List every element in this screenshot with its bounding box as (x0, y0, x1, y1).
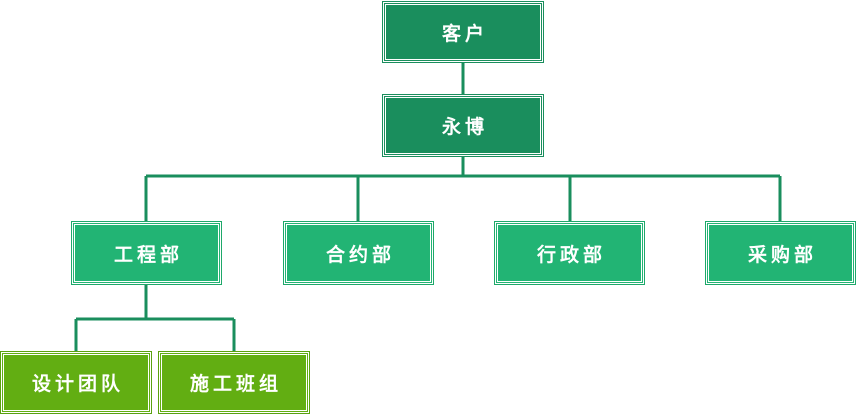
node-design-team-label: 设计团队 (31, 373, 124, 395)
node-procurement-label: 采购部 (747, 243, 817, 266)
node-yongbo-label: 永博 (441, 116, 488, 138)
node-contracts-label: 合约部 (325, 243, 395, 266)
node-contracts: 合约部 (283, 221, 434, 285)
node-procurement: 采购部 (705, 221, 856, 285)
node-yongbo: 永博 (382, 94, 544, 157)
node-client-label: 客户 (441, 22, 488, 45)
node-construction-team: 施工班组 (158, 351, 310, 414)
node-admin-label: 行政部 (536, 243, 606, 266)
node-engineering: 工程部 (71, 221, 222, 285)
node-construction-team-label: 施工班组 (189, 373, 282, 395)
node-client: 客户 (382, 1, 544, 63)
node-admin: 行政部 (494, 221, 645, 285)
node-design-team: 设计团队 (0, 351, 152, 414)
node-engineering-label: 工程部 (113, 243, 183, 266)
